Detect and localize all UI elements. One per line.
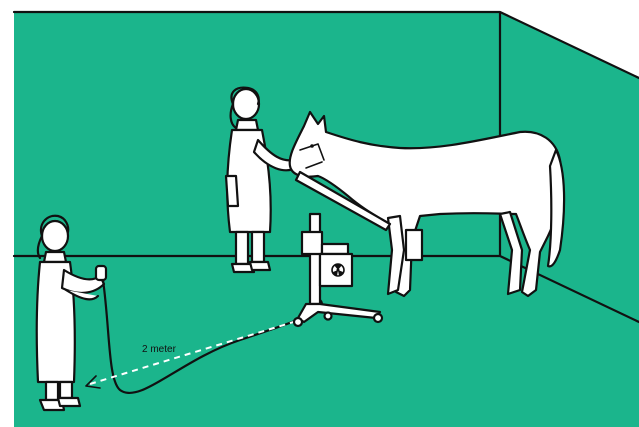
distance-label: 2 meter (142, 344, 177, 355)
exposure-switch (96, 266, 106, 280)
